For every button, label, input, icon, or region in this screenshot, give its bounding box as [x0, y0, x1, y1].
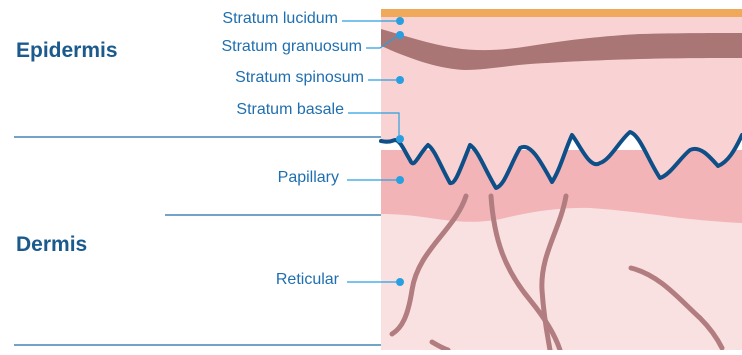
- papillary-dot: [396, 176, 404, 184]
- stratum-granulosum-label: Stratum granuosum: [221, 38, 362, 56]
- stratum-lucidum-label: Stratum lucidum: [222, 10, 338, 28]
- epidermis-title: Epidermis: [16, 39, 118, 63]
- stratum-basale-label: Stratum basale: [236, 101, 344, 119]
- basale-dot: [396, 135, 404, 143]
- papillary-label: Papillary: [278, 169, 339, 187]
- reticular-dot: [396, 278, 404, 286]
- dermis-title: Dermis: [16, 233, 87, 257]
- granulosum-dot: [396, 31, 404, 39]
- lucidum-dot: [396, 17, 404, 25]
- spinosum-dot: [396, 76, 404, 84]
- corneum-strip: [381, 9, 742, 17]
- reticular-label: Reticular: [276, 271, 339, 289]
- stratum-spinosum-label: Stratum spinosum: [235, 69, 364, 87]
